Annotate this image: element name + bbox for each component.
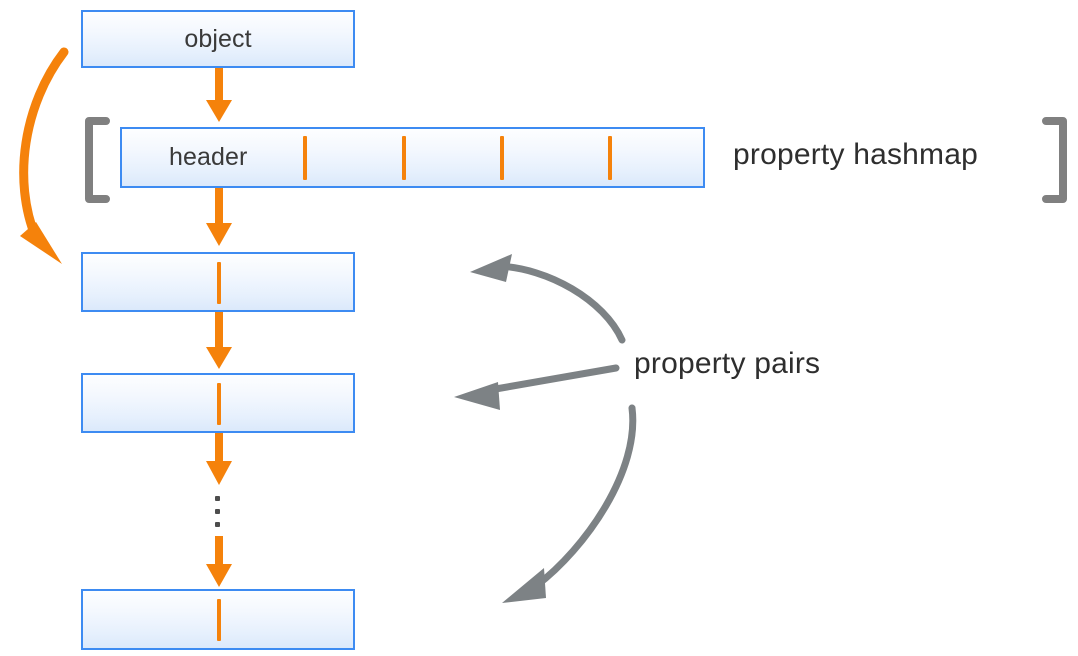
ellipsis-dot-3 <box>215 522 220 527</box>
header-slot-tick-4 <box>608 136 612 180</box>
chain-segment-1 <box>217 262 221 304</box>
callout-arrow-lower <box>502 404 637 603</box>
chain-segment-3 <box>217 599 221 641</box>
arrow-ellipsis-to-pair-3 <box>206 536 232 587</box>
arrow-pair-1-to-pair-2 <box>206 312 232 369</box>
property-hashmap-label: property hashmap <box>733 138 979 171</box>
bracket-right <box>1042 117 1067 203</box>
callout-arrow-upper <box>470 254 626 344</box>
callout-arrow-middle <box>454 364 620 410</box>
header-slot-tick-2 <box>402 136 406 180</box>
object-box[interactable]: object <box>81 10 355 68</box>
object-box-label: object <box>184 24 252 53</box>
gray-callout-arrows <box>454 254 637 603</box>
header-slot-tick-1 <box>303 136 307 180</box>
arrow-header-to-pair-1 <box>206 188 232 246</box>
ellipsis-dot-2 <box>215 509 220 514</box>
header-slot-tick-3 <box>500 136 504 180</box>
arrow-object-to-header <box>206 68 232 122</box>
header-box[interactable]: header <box>120 127 705 188</box>
arrow-pair-2-to-ellipsis <box>206 433 232 485</box>
arrow-object-to-chain-curved <box>19 47 69 264</box>
chain-segment-2 <box>217 383 221 425</box>
ellipsis-dot-1 <box>215 496 220 501</box>
bracket-left <box>85 117 110 203</box>
header-box-label: header <box>169 143 248 171</box>
property-pairs-label: property pairs <box>634 347 821 380</box>
